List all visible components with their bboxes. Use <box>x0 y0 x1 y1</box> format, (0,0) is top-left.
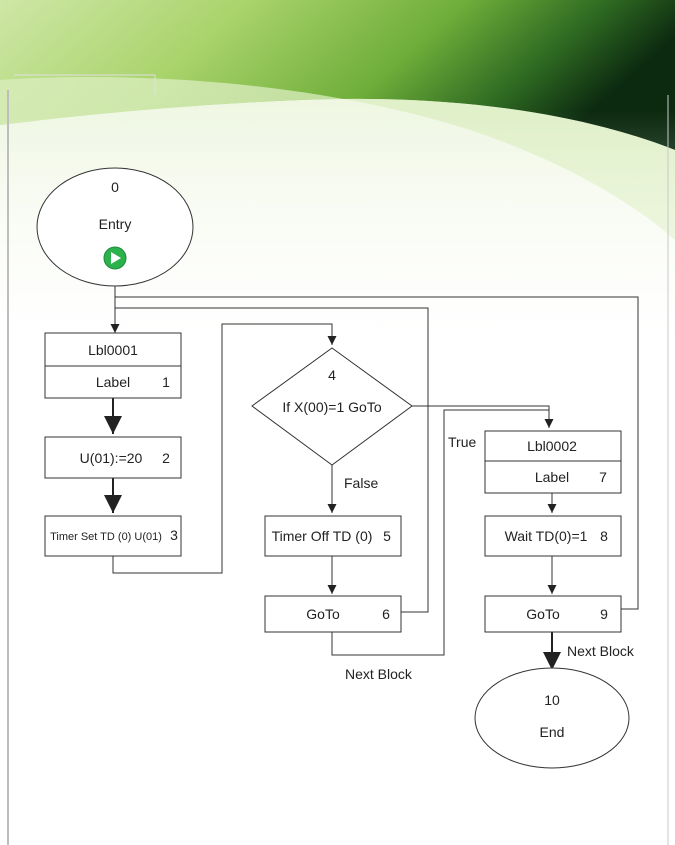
n7-label: Label <box>535 469 569 485</box>
entry-node[interactable]: 0 Entry <box>36 167 194 287</box>
goto-node-9[interactable]: GoTo 9 <box>484 595 622 633</box>
end-node[interactable]: 10 End <box>474 667 630 769</box>
n5-label: Timer Off TD (0) <box>272 528 373 544</box>
entry-number: 0 <box>111 179 119 195</box>
edge-n3-n4 <box>112 323 337 574</box>
edge-label-false: False <box>344 475 378 491</box>
timer-set-node-3[interactable]: Timer Set TD (0) U(01) 3 <box>44 515 182 557</box>
edge-loop-from-n6 <box>115 307 429 613</box>
n9-number: 9 <box>600 606 608 622</box>
n3-label: Timer Set TD (0) U(01) <box>50 531 162 543</box>
n6-label: GoTo <box>306 606 340 622</box>
n6-number: 6 <box>382 606 390 622</box>
edge-loop-from-n9 <box>115 296 639 610</box>
edge-label-next-block-b: Next Block <box>567 643 635 659</box>
n9-label: GoTo <box>526 606 560 622</box>
play-icon[interactable] <box>103 246 127 270</box>
n2-number: 2 <box>162 450 170 466</box>
end-number: 10 <box>544 692 560 708</box>
n4-number: 4 <box>328 367 336 383</box>
decision-node-4[interactable]: 4 If X(00)=1 GoTo <box>251 347 413 466</box>
n1-number: 1 <box>162 374 170 390</box>
n5-number: 5 <box>383 528 391 544</box>
wait-node-8[interactable]: Wait TD(0)=1 8 <box>484 515 622 557</box>
n3-number: 3 <box>170 527 178 543</box>
label-node-1[interactable]: Lbl0001 Label 1 <box>44 332 182 399</box>
assign-node-2[interactable]: U(01):=20 2 <box>44 436 182 479</box>
edge-label-next-block-a: Next Block <box>345 666 413 682</box>
n7-number: 7 <box>599 469 607 485</box>
n8-label: Wait TD(0)=1 <box>505 528 588 544</box>
end-title: End <box>540 724 565 740</box>
entry-title: Entry <box>99 216 132 232</box>
timer-off-node-5[interactable]: Timer Off TD (0) 5 <box>264 515 402 557</box>
n1-label: Label <box>96 374 130 390</box>
n1-header: Lbl0001 <box>88 342 138 358</box>
n8-number: 8 <box>600 528 608 544</box>
n2-label: U(01):=20 <box>80 450 143 466</box>
goto-node-6[interactable]: GoTo 6 <box>264 595 402 633</box>
edge-n6-n7 <box>331 409 549 656</box>
n7-header: Lbl0002 <box>527 438 577 454</box>
n4-label: If X(00)=1 GoTo <box>282 399 381 415</box>
edge-label-true: True <box>448 434 476 450</box>
edge-n4-n7 <box>412 405 554 428</box>
label-node-7[interactable]: Lbl0002 Label 7 <box>484 430 622 494</box>
